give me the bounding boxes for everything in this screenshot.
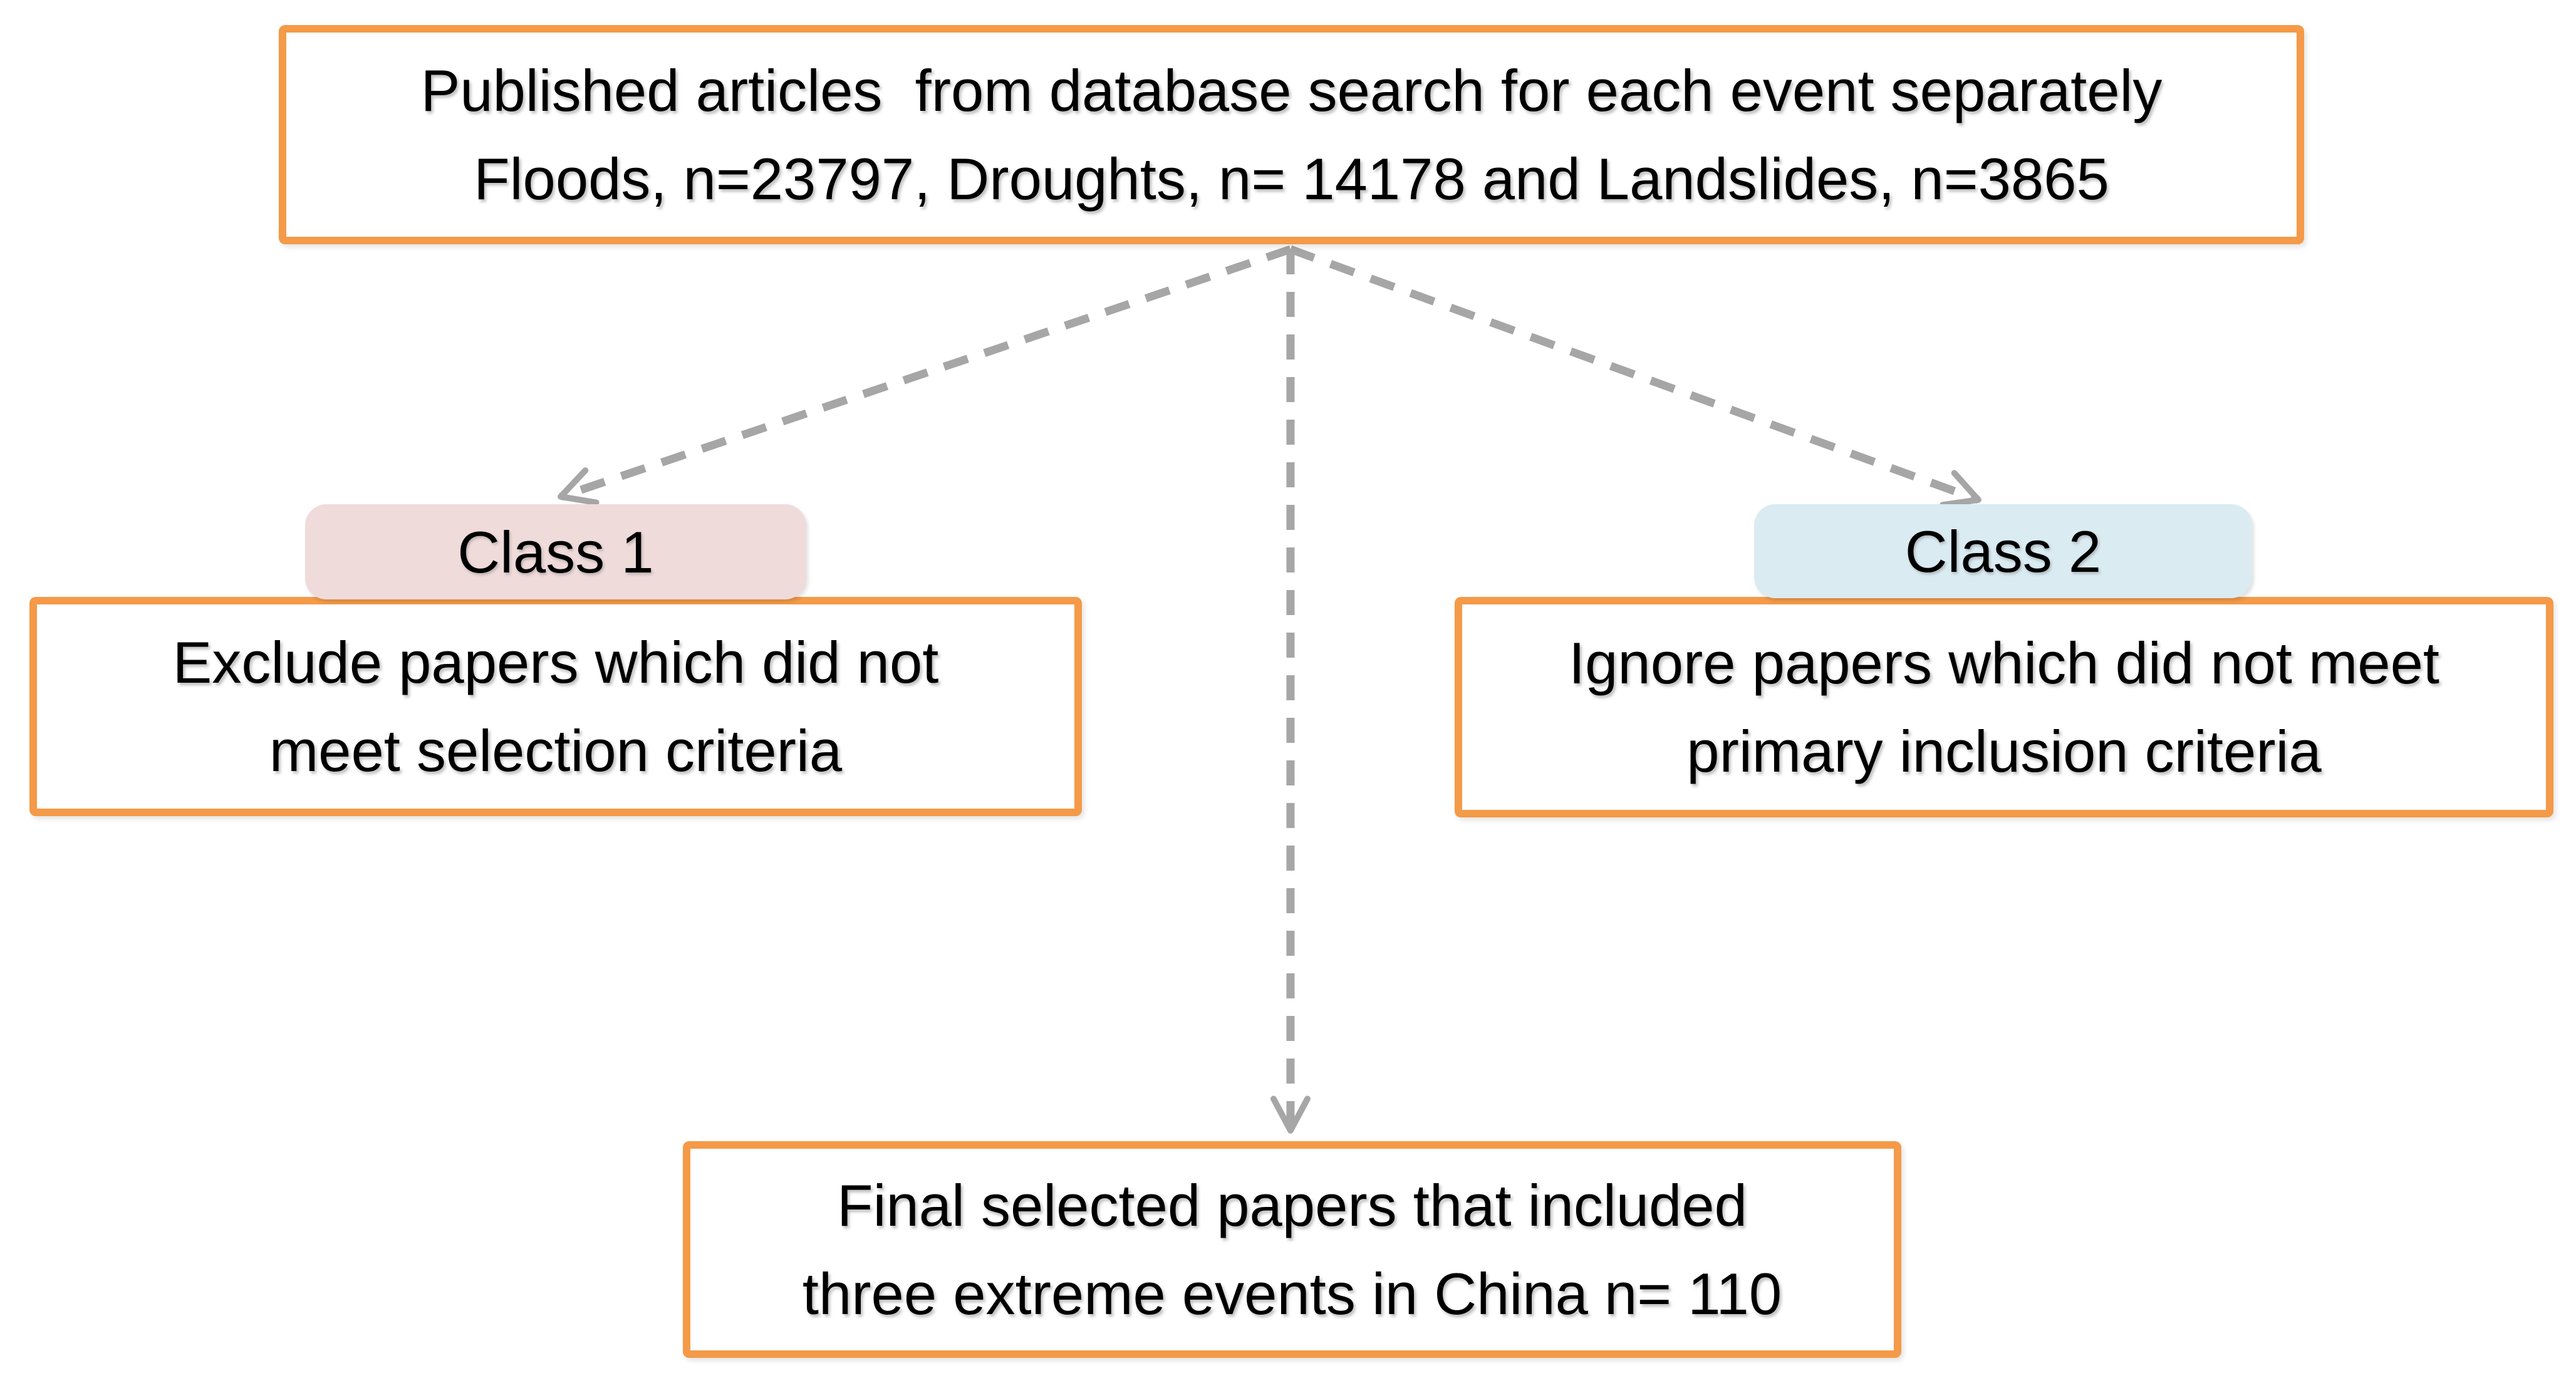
source-box-line-1: Published articles from database search … [420,58,2163,123]
ignore-box-line-2: primary inclusion criteria [1686,718,2322,784]
exclusion-criteria-box: Exclude papers which did not meet select… [29,597,1082,816]
source-box-line-2: Floods, n=23797, Droughts, n= 14178 and … [474,146,2109,212]
final-selection-box: Final selected papers that included thre… [683,1141,1901,1358]
final-box-line-1: Final selected papers that included [837,1173,1747,1238]
class2-pill: Class 2 [1754,504,2252,598]
arrow-to-class2 [1289,245,1981,508]
ignore-box-line-1: Ignore papers which did not meet [1569,630,2439,696]
inclusion-criteria-box: Ignore papers which did not meet primary… [1455,597,2553,817]
exclusion-box-line-2: meet selection criteria [269,718,843,784]
class1-pill-label: Class 1 [457,519,654,585]
exclusion-box-line-1: Exclude papers which did not [172,629,939,695]
class2-pill-label: Class 2 [1904,518,2102,584]
arrow-to-class1 [558,245,1292,506]
class1-pill: Class 1 [305,504,806,599]
final-box-line-2: three extreme events in China n= 110 [802,1261,1782,1327]
source-box: Published articles from database search … [279,25,2304,244]
